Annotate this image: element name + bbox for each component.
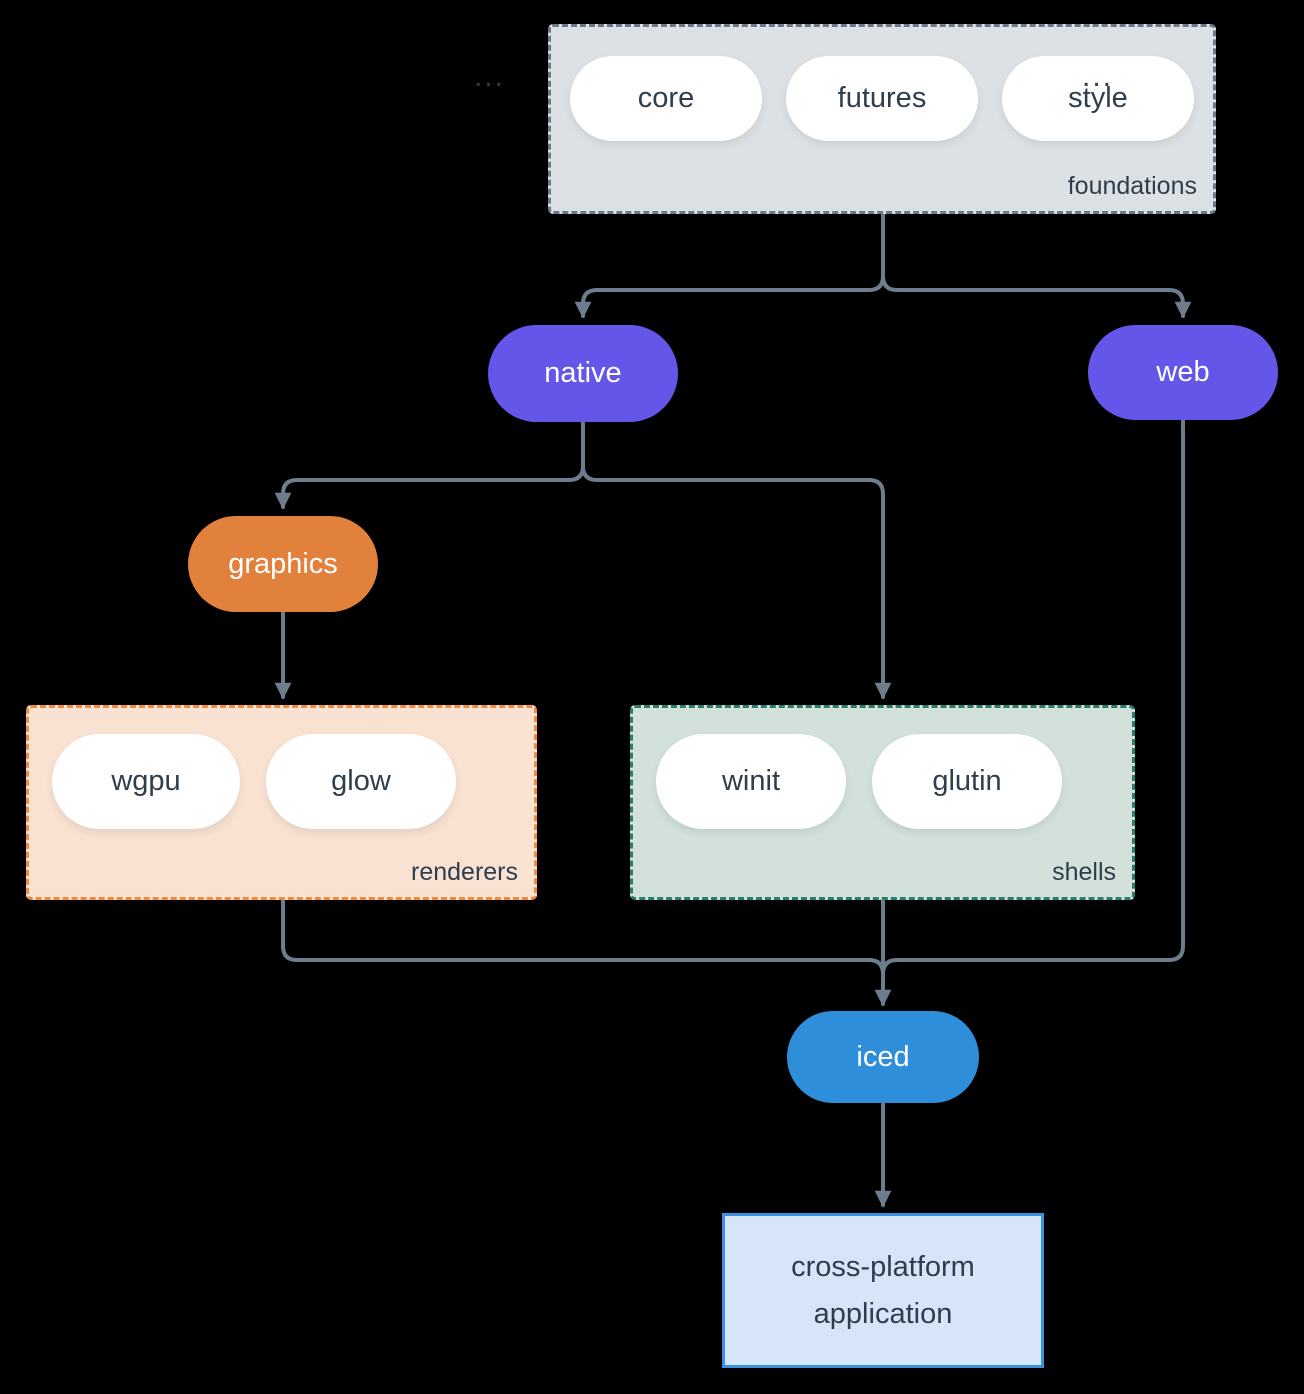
node-core: core — [570, 56, 762, 141]
arrow-native-to-graphics — [274, 421, 585, 510]
shells-group-label: shells — [1052, 858, 1116, 886]
node-style: style — [1002, 56, 1194, 141]
arrow-native-to-shells — [581, 421, 892, 700]
node-cross-platform-application: cross-platform application — [722, 1213, 1044, 1368]
node-winit: winit — [656, 734, 846, 829]
node-graphics: graphics — [188, 516, 378, 612]
node-futures: futures — [786, 56, 978, 141]
node-iced: iced — [787, 1011, 979, 1103]
node-native: native — [488, 325, 678, 422]
application-label-line1: cross-platform — [791, 1251, 975, 1284]
arrow-foundations-to-web — [881, 211, 1192, 319]
arrow-foundations-to-native — [574, 211, 885, 319]
application-label-line2: application — [813, 1297, 953, 1330]
renderers-ellipsis: ... — [474, 59, 506, 93]
foundations-group-label: foundations — [1067, 172, 1197, 200]
shells-ellipsis: ... — [1082, 59, 1114, 93]
node-glutin: glutin — [872, 734, 1062, 829]
wire-renderers-to-merge — [281, 899, 885, 976]
node-web: web — [1088, 325, 1278, 420]
node-glow: glow — [266, 734, 456, 829]
node-wgpu: wgpu — [52, 734, 240, 829]
renderers-group-label: renderers — [411, 858, 518, 886]
